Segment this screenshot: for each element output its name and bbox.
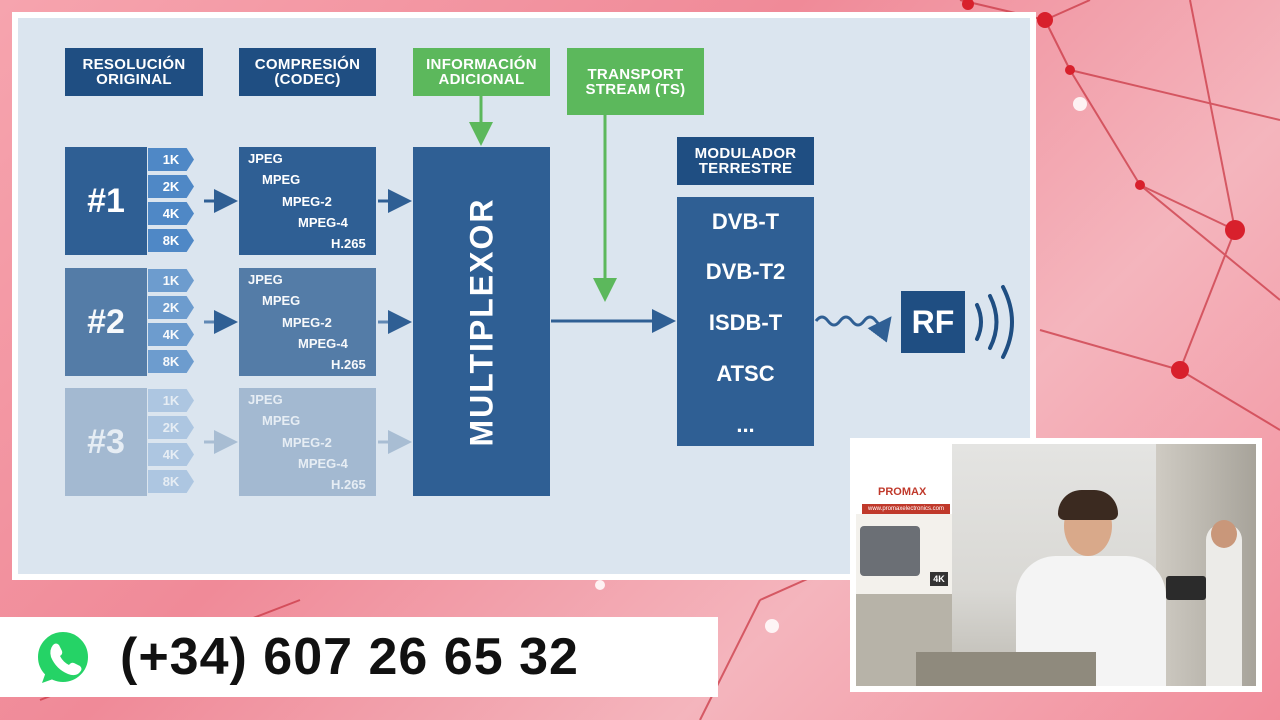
source-box-1: #1: [65, 147, 147, 255]
multiplexor-label: MULTIPLEXOR: [463, 197, 499, 446]
codec-label: JPEG: [248, 392, 283, 407]
header-resolucion: RESOLUCIÓN ORIGINAL: [65, 48, 203, 96]
phone-number: (+34) 607 26 65 32: [120, 628, 579, 686]
resolution-tag: 8K: [148, 470, 194, 493]
resolution-tag: 1K: [148, 389, 194, 412]
modulator-box: DVB-T DVB-T2 ISDB-T ATSC ...: [677, 197, 814, 446]
website-label: www.promaxelectronics.com: [862, 504, 950, 514]
standard-label: DVB-T: [711, 209, 780, 234]
video-frame: PROMAX www.promaxelectronics.com 4K: [856, 444, 1256, 686]
header-informacion: INFORMACIÓN ADICIONAL: [413, 48, 550, 96]
codec-label: H.265: [331, 236, 366, 251]
codec-label: MPEG-2: [282, 194, 332, 209]
resolution-tag: 1K: [148, 148, 194, 171]
resolution-tag: 2K: [148, 416, 194, 439]
promax-banner: PROMAX www.promaxelectronics.com 4K: [856, 444, 952, 686]
codec-label: H.265: [331, 357, 366, 372]
codec-label: MPEG: [262, 413, 301, 428]
brand-name: PROMAX: [878, 486, 927, 498]
codec-label: MPEG-4: [298, 336, 348, 351]
resolution-tag: 4K: [148, 323, 194, 346]
codec-label: MPEG-4: [298, 456, 348, 471]
codec-box-3: JPEG MPEG MPEG-2 MPEG-4 H.265: [239, 388, 376, 496]
resolution-tag: 2K: [148, 175, 194, 198]
codec-label: JPEG: [248, 272, 283, 287]
resolution-tag: 8K: [148, 229, 194, 252]
resolution-tag: 8K: [148, 350, 194, 373]
presenter-video[interactable]: PROMAX www.promaxelectronics.com 4K: [850, 438, 1262, 692]
codec-label: MPEG-2: [282, 435, 332, 450]
phone-bar: (+34) 607 26 65 32: [0, 617, 718, 697]
codec-label: MPEG: [262, 172, 301, 187]
header-compresion: COMPRESIÓN (CODEC): [239, 48, 376, 96]
resolution-tag: 1K: [148, 269, 194, 292]
codec-label: JPEG: [248, 151, 283, 166]
resolution-tag: 2K: [148, 296, 194, 319]
whatsapp-icon[interactable]: [28, 623, 98, 693]
codec-label: H.265: [331, 477, 366, 492]
rf-box: RF: [901, 291, 965, 353]
codec-box-2: JPEG MPEG MPEG-2 MPEG-4 H.265: [239, 268, 376, 376]
standard-label: ...: [736, 412, 755, 437]
codec-label: MPEG: [262, 293, 301, 308]
codec-label: MPEG-2: [282, 315, 332, 330]
header-transport-stream: TRANSPORT STREAM (TS): [567, 48, 704, 115]
resolution-tag: 4K: [148, 202, 194, 225]
standard-label: ISDB-T: [708, 310, 783, 335]
source-box-2: #2: [65, 268, 147, 376]
codec-box-1: JPEG MPEG MPEG-2 MPEG-4 H.265: [239, 147, 376, 255]
standard-label: DVB-T2: [705, 259, 786, 284]
standard-label: ATSC: [716, 361, 775, 386]
header-modulador: MODULADOR TERRESTRE: [677, 137, 814, 185]
codec-label: MPEG-4: [298, 215, 348, 230]
multiplexor-box: MULTIPLEXOR: [413, 147, 550, 496]
resolution-tag: 4K: [148, 443, 194, 466]
4k-badge: 4K: [930, 572, 948, 586]
source-box-3: #3: [65, 388, 147, 496]
